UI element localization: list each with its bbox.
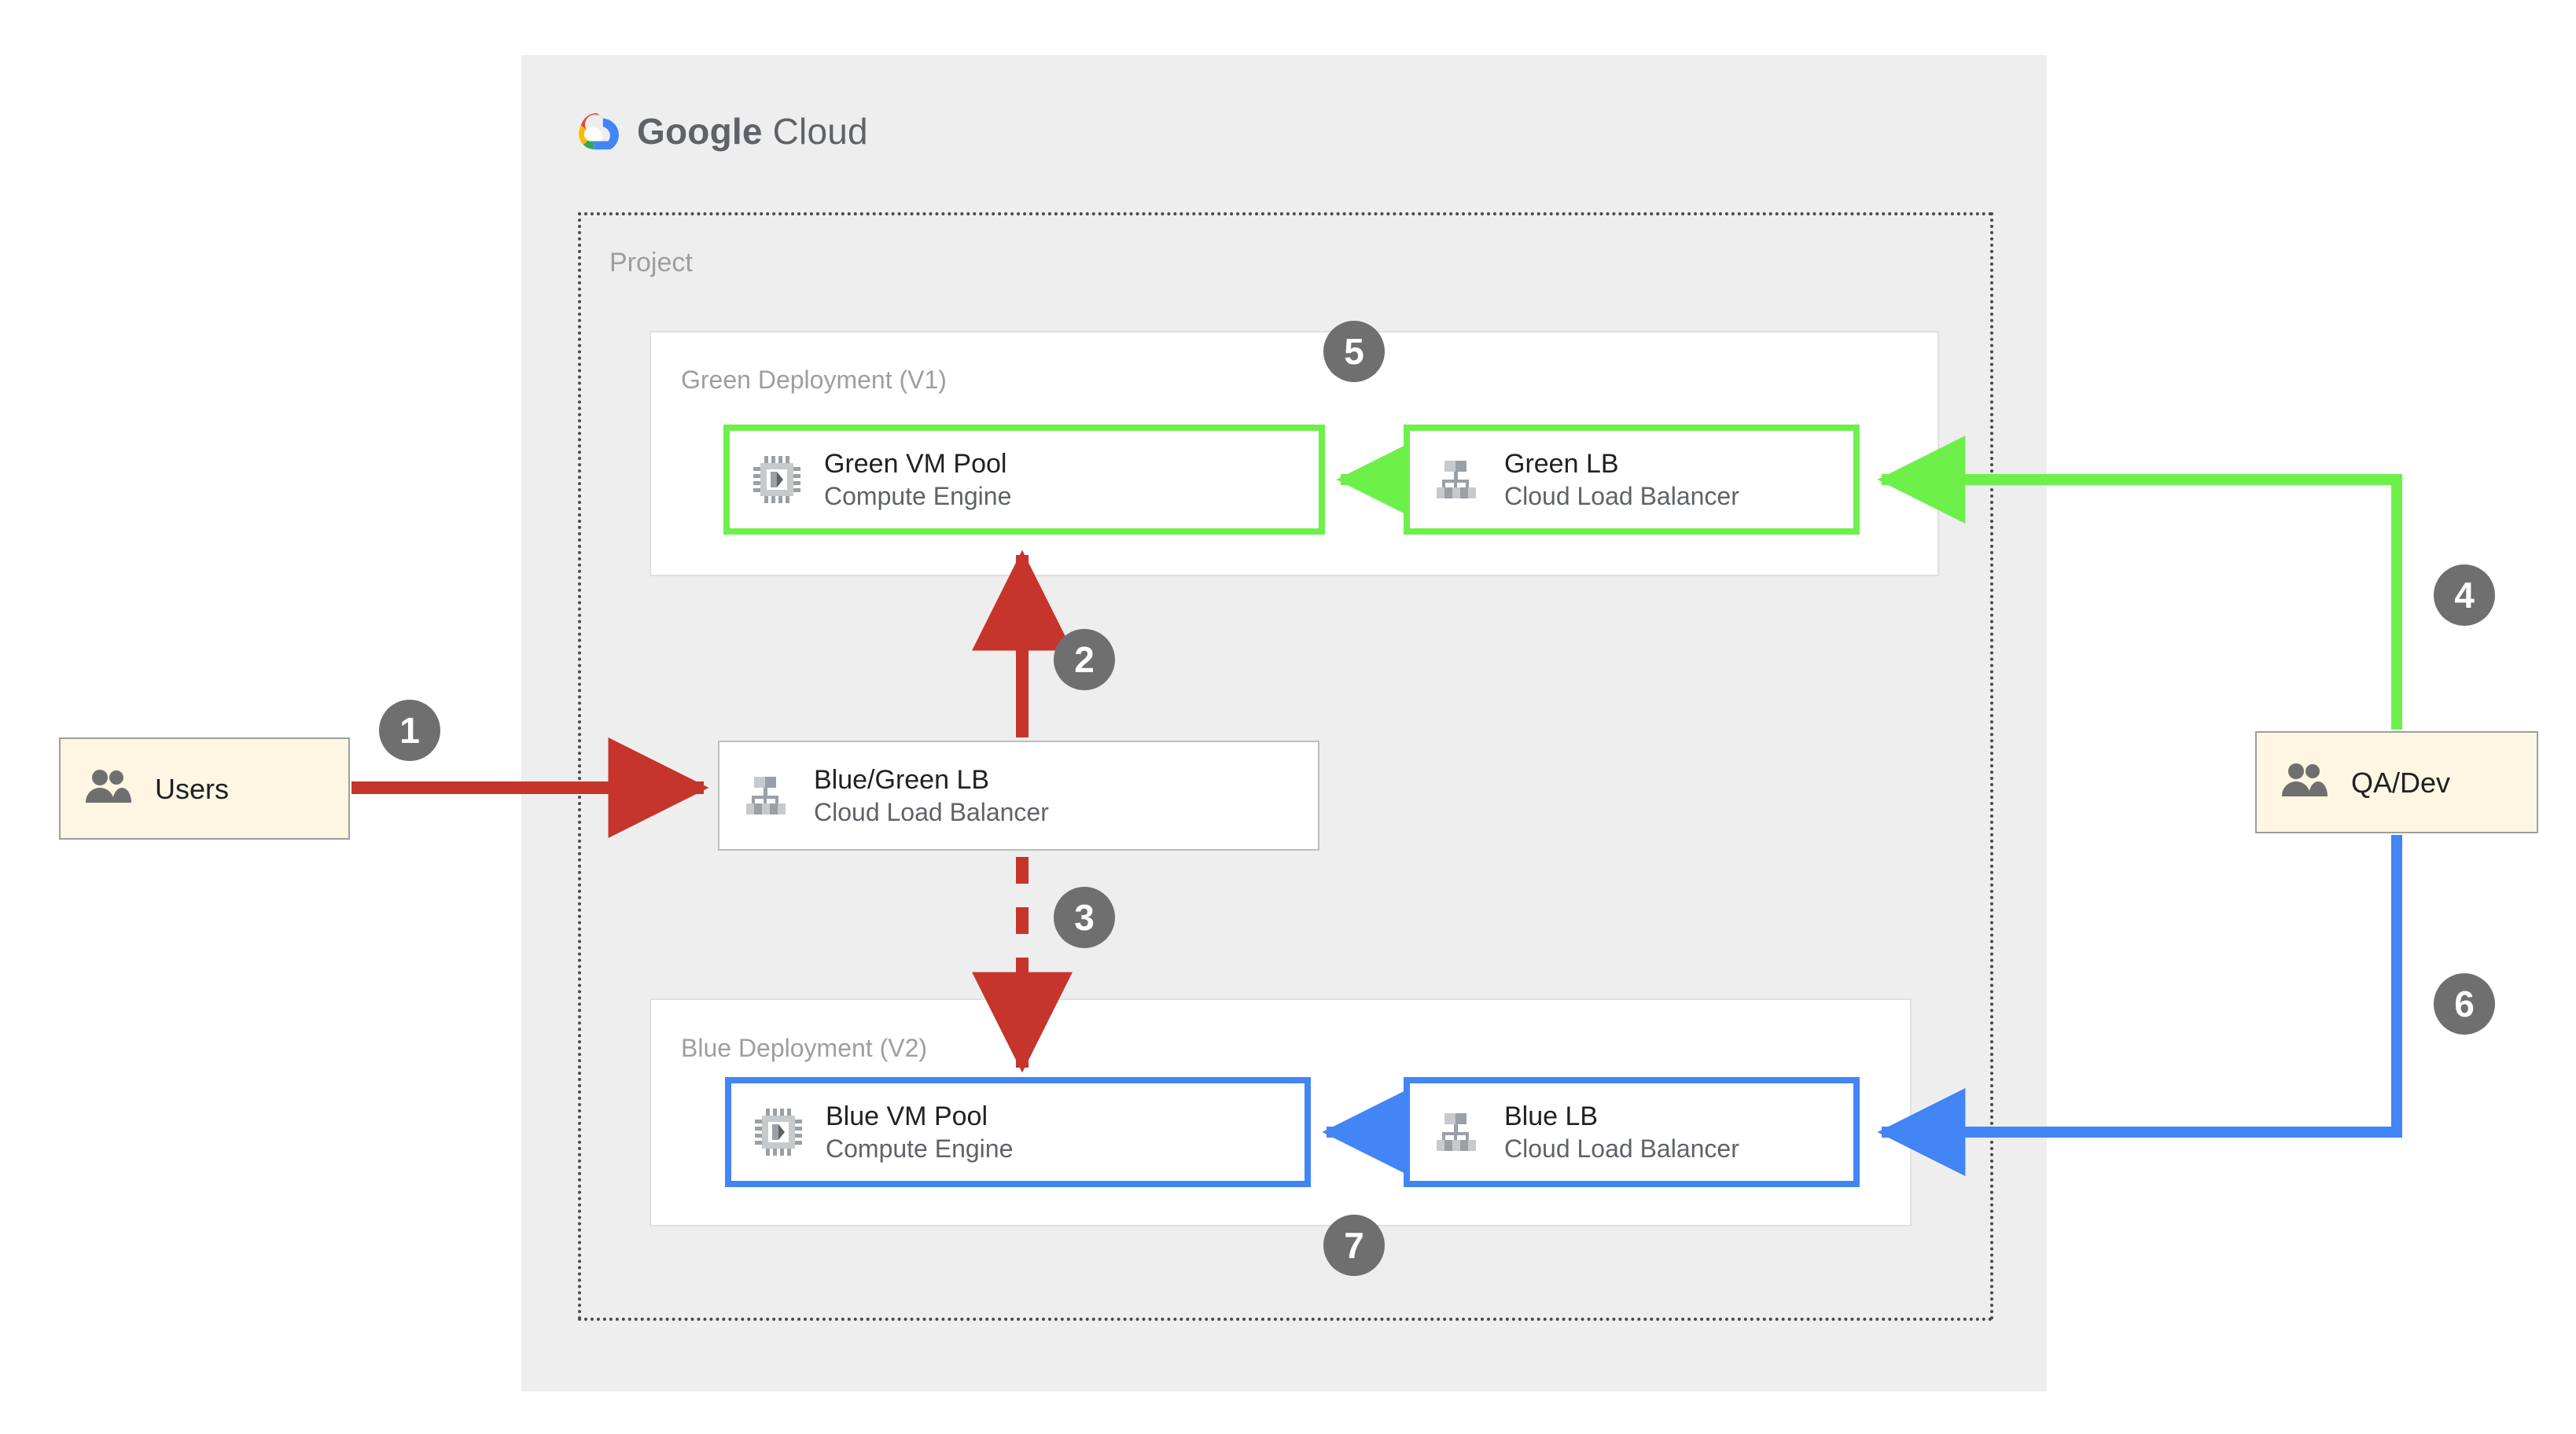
node-blue-lb-text: Blue LB Cloud Load Balancer xyxy=(1504,1100,1739,1165)
logo-word-google: Google xyxy=(637,111,763,152)
logo-word-cloud: Cloud xyxy=(772,111,868,152)
node-subtitle: Cloud Load Balancer xyxy=(1504,482,1739,511)
node-qa-dev[interactable]: QA/Dev xyxy=(2255,731,2538,833)
node-title: Blue LB xyxy=(1504,1101,1599,1131)
node-title: Blue/Green LB xyxy=(814,764,990,795)
step-badge-4: 4 xyxy=(2434,564,2495,626)
node-users-text: Users xyxy=(155,771,229,807)
google-cloud-logo: Google Cloud xyxy=(574,106,868,156)
node-qa-dev-text: QA/Dev xyxy=(2351,765,2450,800)
step-badge-7: 7 xyxy=(1323,1215,1385,1276)
project-label: Project xyxy=(609,248,693,278)
node-green-lb-text: Green LB Cloud Load Balancer xyxy=(1504,447,1739,513)
node-bluegreen-lb-text: Blue/Green LB Cloud Load Balancer xyxy=(814,763,1049,829)
project-boundary xyxy=(578,212,1993,1321)
node-bluegreen-lb[interactable]: Blue/Green LB Cloud Load Balancer xyxy=(718,741,1319,851)
node-subtitle: Cloud Load Balancer xyxy=(814,798,1049,827)
node-blue-vm-pool-text: Blue VM Pool Compute Engine xyxy=(826,1100,1013,1165)
node-title: Blue VM Pool xyxy=(826,1101,988,1131)
step-badge-2: 2 xyxy=(1054,629,1115,690)
google-cloud-logo-icon xyxy=(579,112,619,150)
step-badge-6: 6 xyxy=(2434,973,2495,1035)
step-badge-5: 5 xyxy=(1323,321,1385,382)
node-title: Green VM Pool xyxy=(824,448,1007,479)
people-icon xyxy=(2282,763,2328,796)
cpu-chip-icon xyxy=(753,456,800,503)
cpu-chip-icon xyxy=(755,1109,802,1156)
node-subtitle: Compute Engine xyxy=(826,1134,1014,1164)
people-icon xyxy=(86,770,131,803)
node-title: Green LB xyxy=(1504,448,1619,479)
blue-deployment-label: Blue Deployment (V2) xyxy=(681,1034,928,1062)
node-users[interactable]: Users xyxy=(59,737,350,840)
node-blue-vm-pool[interactable]: Blue VM Pool Compute Engine xyxy=(725,1077,1311,1187)
node-title: Users xyxy=(155,772,230,805)
node-subtitle: Cloud Load Balancer xyxy=(1504,1134,1739,1164)
node-subtitle: Compute Engine xyxy=(824,482,1012,511)
load-balancer-icon xyxy=(746,777,786,814)
google-cloud-wordmark: Google Cloud xyxy=(637,110,868,153)
load-balancer-icon xyxy=(1437,1113,1476,1151)
step-badge-1: 1 xyxy=(379,700,440,761)
node-title: QA/Dev xyxy=(2351,766,2451,799)
node-green-lb[interactable]: Green LB Cloud Load Balancer xyxy=(1404,425,1860,535)
green-deployment-label: Green Deployment (V1) xyxy=(681,366,947,394)
step-badge-3: 3 xyxy=(1054,887,1115,948)
node-blue-lb[interactable]: Blue LB Cloud Load Balancer xyxy=(1404,1077,1860,1187)
node-green-vm-pool-text: Green VM Pool Compute Engine xyxy=(824,447,1011,513)
node-green-vm-pool[interactable]: Green VM Pool Compute Engine xyxy=(723,425,1325,535)
load-balancer-icon xyxy=(1437,461,1476,498)
